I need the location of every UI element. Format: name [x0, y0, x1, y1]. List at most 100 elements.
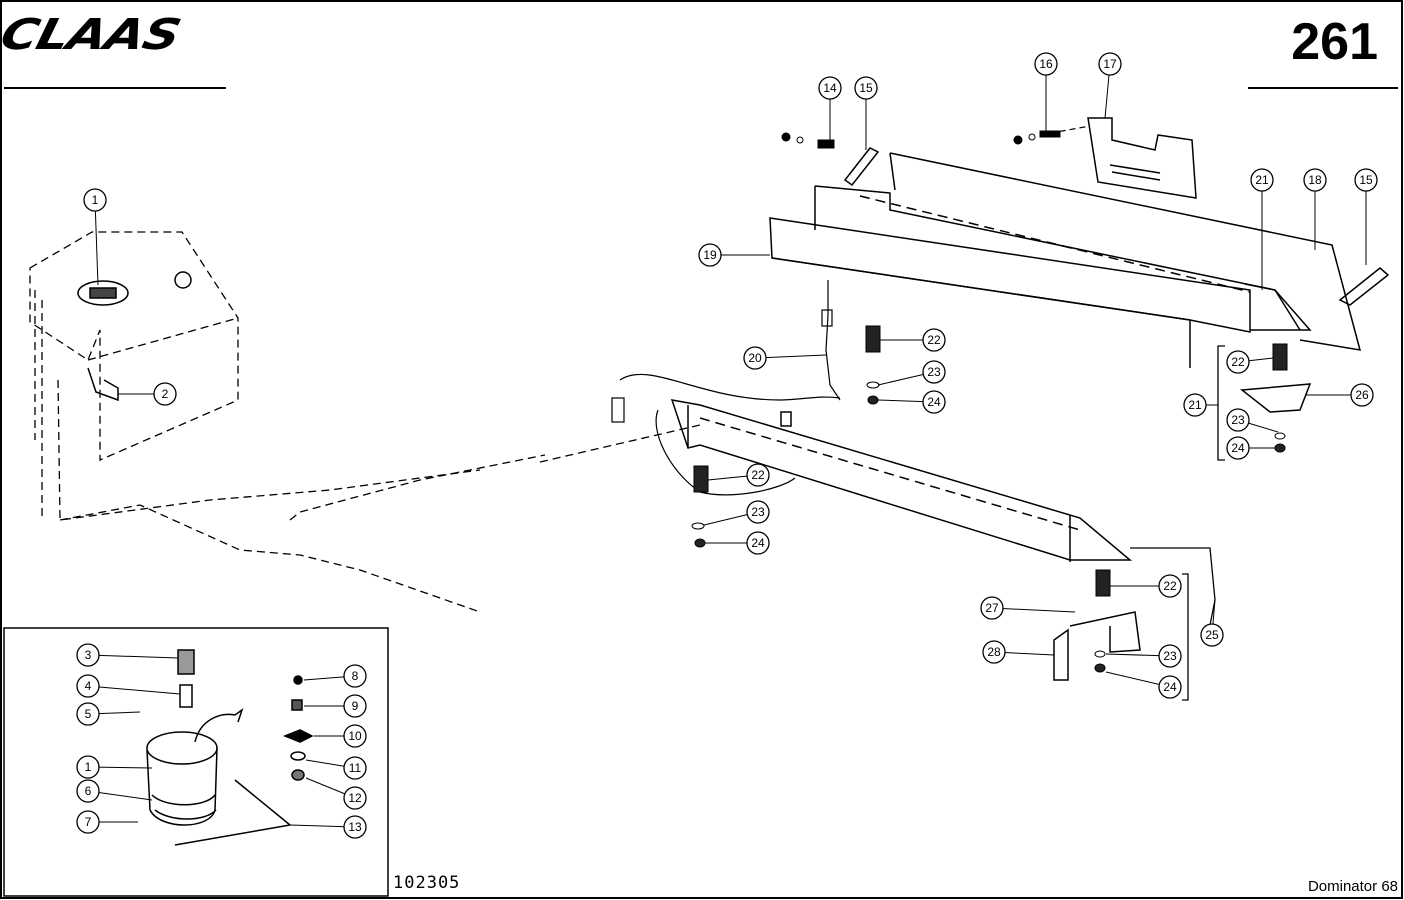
callout-number: 15	[859, 81, 873, 95]
callout-circle	[1354, 168, 1378, 192]
callout-number: 12	[348, 791, 362, 805]
callout-number: 21	[1188, 398, 1202, 412]
callout-circle	[980, 596, 1004, 620]
callout-circle	[1226, 350, 1250, 374]
bolt-set-upper	[781, 130, 1390, 306]
callout-circle	[1250, 168, 1274, 192]
callout-12: 12	[343, 786, 367, 810]
callout-number: 22	[927, 333, 941, 347]
callout-circle	[1200, 623, 1224, 647]
callout-24: 24	[746, 531, 770, 555]
callout-circle	[743, 346, 767, 370]
callout-23: 23	[922, 360, 946, 384]
callout-5: 5	[76, 702, 100, 726]
callout-10: 10	[343, 724, 367, 748]
callout-leaders	[87, 63, 1367, 828]
callout-number: 20	[748, 351, 762, 365]
callout-28: 28	[982, 640, 1006, 664]
callout-3: 3	[76, 643, 100, 667]
callout-circle	[698, 243, 722, 267]
mounting-brackets	[1053, 611, 1141, 681]
callout-18: 18	[1303, 168, 1327, 192]
callout-number: 24	[927, 395, 941, 409]
callout-circle	[343, 815, 367, 839]
callout-19: 19	[698, 243, 722, 267]
callout-circle	[1034, 52, 1058, 76]
callout-circle	[1098, 52, 1122, 76]
callout-number: 1	[85, 760, 92, 774]
rubber-mounts	[691, 325, 1312, 673]
callout-number: 9	[352, 699, 359, 713]
callout-number: 6	[85, 784, 92, 798]
callout-number: 21	[1255, 173, 1269, 187]
leader-line	[754, 354, 827, 359]
callout-4: 4	[76, 674, 100, 698]
callout-circle	[343, 786, 367, 810]
callout-circle	[1183, 393, 1207, 417]
callout-24: 24	[1226, 436, 1250, 460]
callout-1: 1	[76, 755, 100, 779]
callout-circle	[1158, 675, 1182, 699]
callout-circle	[746, 531, 770, 555]
callout-circle	[1350, 383, 1374, 407]
callout-circle	[982, 640, 1006, 664]
callout-24: 24	[1158, 675, 1182, 699]
callout-number: 28	[987, 645, 1001, 659]
callout-number: 25	[1205, 628, 1219, 642]
callout-circle	[76, 810, 100, 834]
callout-circle	[1226, 408, 1250, 432]
cover-plate	[1087, 117, 1197, 199]
callout-13: 13	[343, 815, 367, 839]
callout-number: 23	[1163, 649, 1177, 663]
callout-26: 26	[1350, 383, 1374, 407]
leader-line	[991, 607, 1076, 613]
callout-circle	[343, 756, 367, 780]
rail-assembly-upper	[769, 152, 1362, 368]
callout-circle	[76, 702, 100, 726]
callout-22: 22	[922, 328, 946, 352]
callout-circle	[1226, 436, 1250, 460]
callout-7: 7	[76, 810, 100, 834]
tank-bracket	[87, 367, 119, 402]
leader-line	[87, 685, 181, 695]
callout-number: 11	[349, 761, 362, 775]
callout-23: 23	[1226, 408, 1250, 432]
inset-frame	[3, 627, 389, 897]
callout-24: 24	[922, 390, 946, 414]
callout-number: 23	[927, 365, 941, 379]
callout-22: 22	[1226, 350, 1250, 374]
callout-number: 15	[1359, 173, 1373, 187]
callout-number: 24	[1163, 680, 1177, 694]
callout-number: 17	[1103, 57, 1117, 71]
callout-circle	[343, 724, 367, 748]
fuel-tank-outline	[29, 231, 701, 613]
callout-circle	[343, 664, 367, 688]
callout-number: 19	[703, 248, 717, 262]
callout-1: 1	[83, 188, 107, 212]
callout-number: 24	[1231, 441, 1245, 455]
callout-23: 23	[1158, 644, 1182, 668]
callout-circle	[922, 390, 946, 414]
callout-6: 6	[76, 779, 100, 803]
callout-number: 23	[1231, 413, 1245, 427]
callout-circle	[76, 779, 100, 803]
callout-number: 14	[823, 81, 837, 95]
callout-number: 26	[1355, 388, 1369, 402]
inset-cap-assembly	[146, 649, 314, 846]
callout-circle	[83, 188, 107, 212]
callout-number: 1	[92, 193, 99, 207]
callout-20: 20	[743, 346, 767, 370]
callout-number: 7	[85, 815, 92, 829]
callout-circle	[818, 76, 842, 100]
callout-circle	[343, 694, 367, 718]
callout-circle	[76, 755, 100, 779]
callout-number: 16	[1039, 57, 1053, 71]
leader-line	[87, 654, 179, 659]
callout-number: 5	[85, 707, 92, 721]
callout-circle	[854, 76, 878, 100]
callout-21: 21	[1250, 168, 1274, 192]
